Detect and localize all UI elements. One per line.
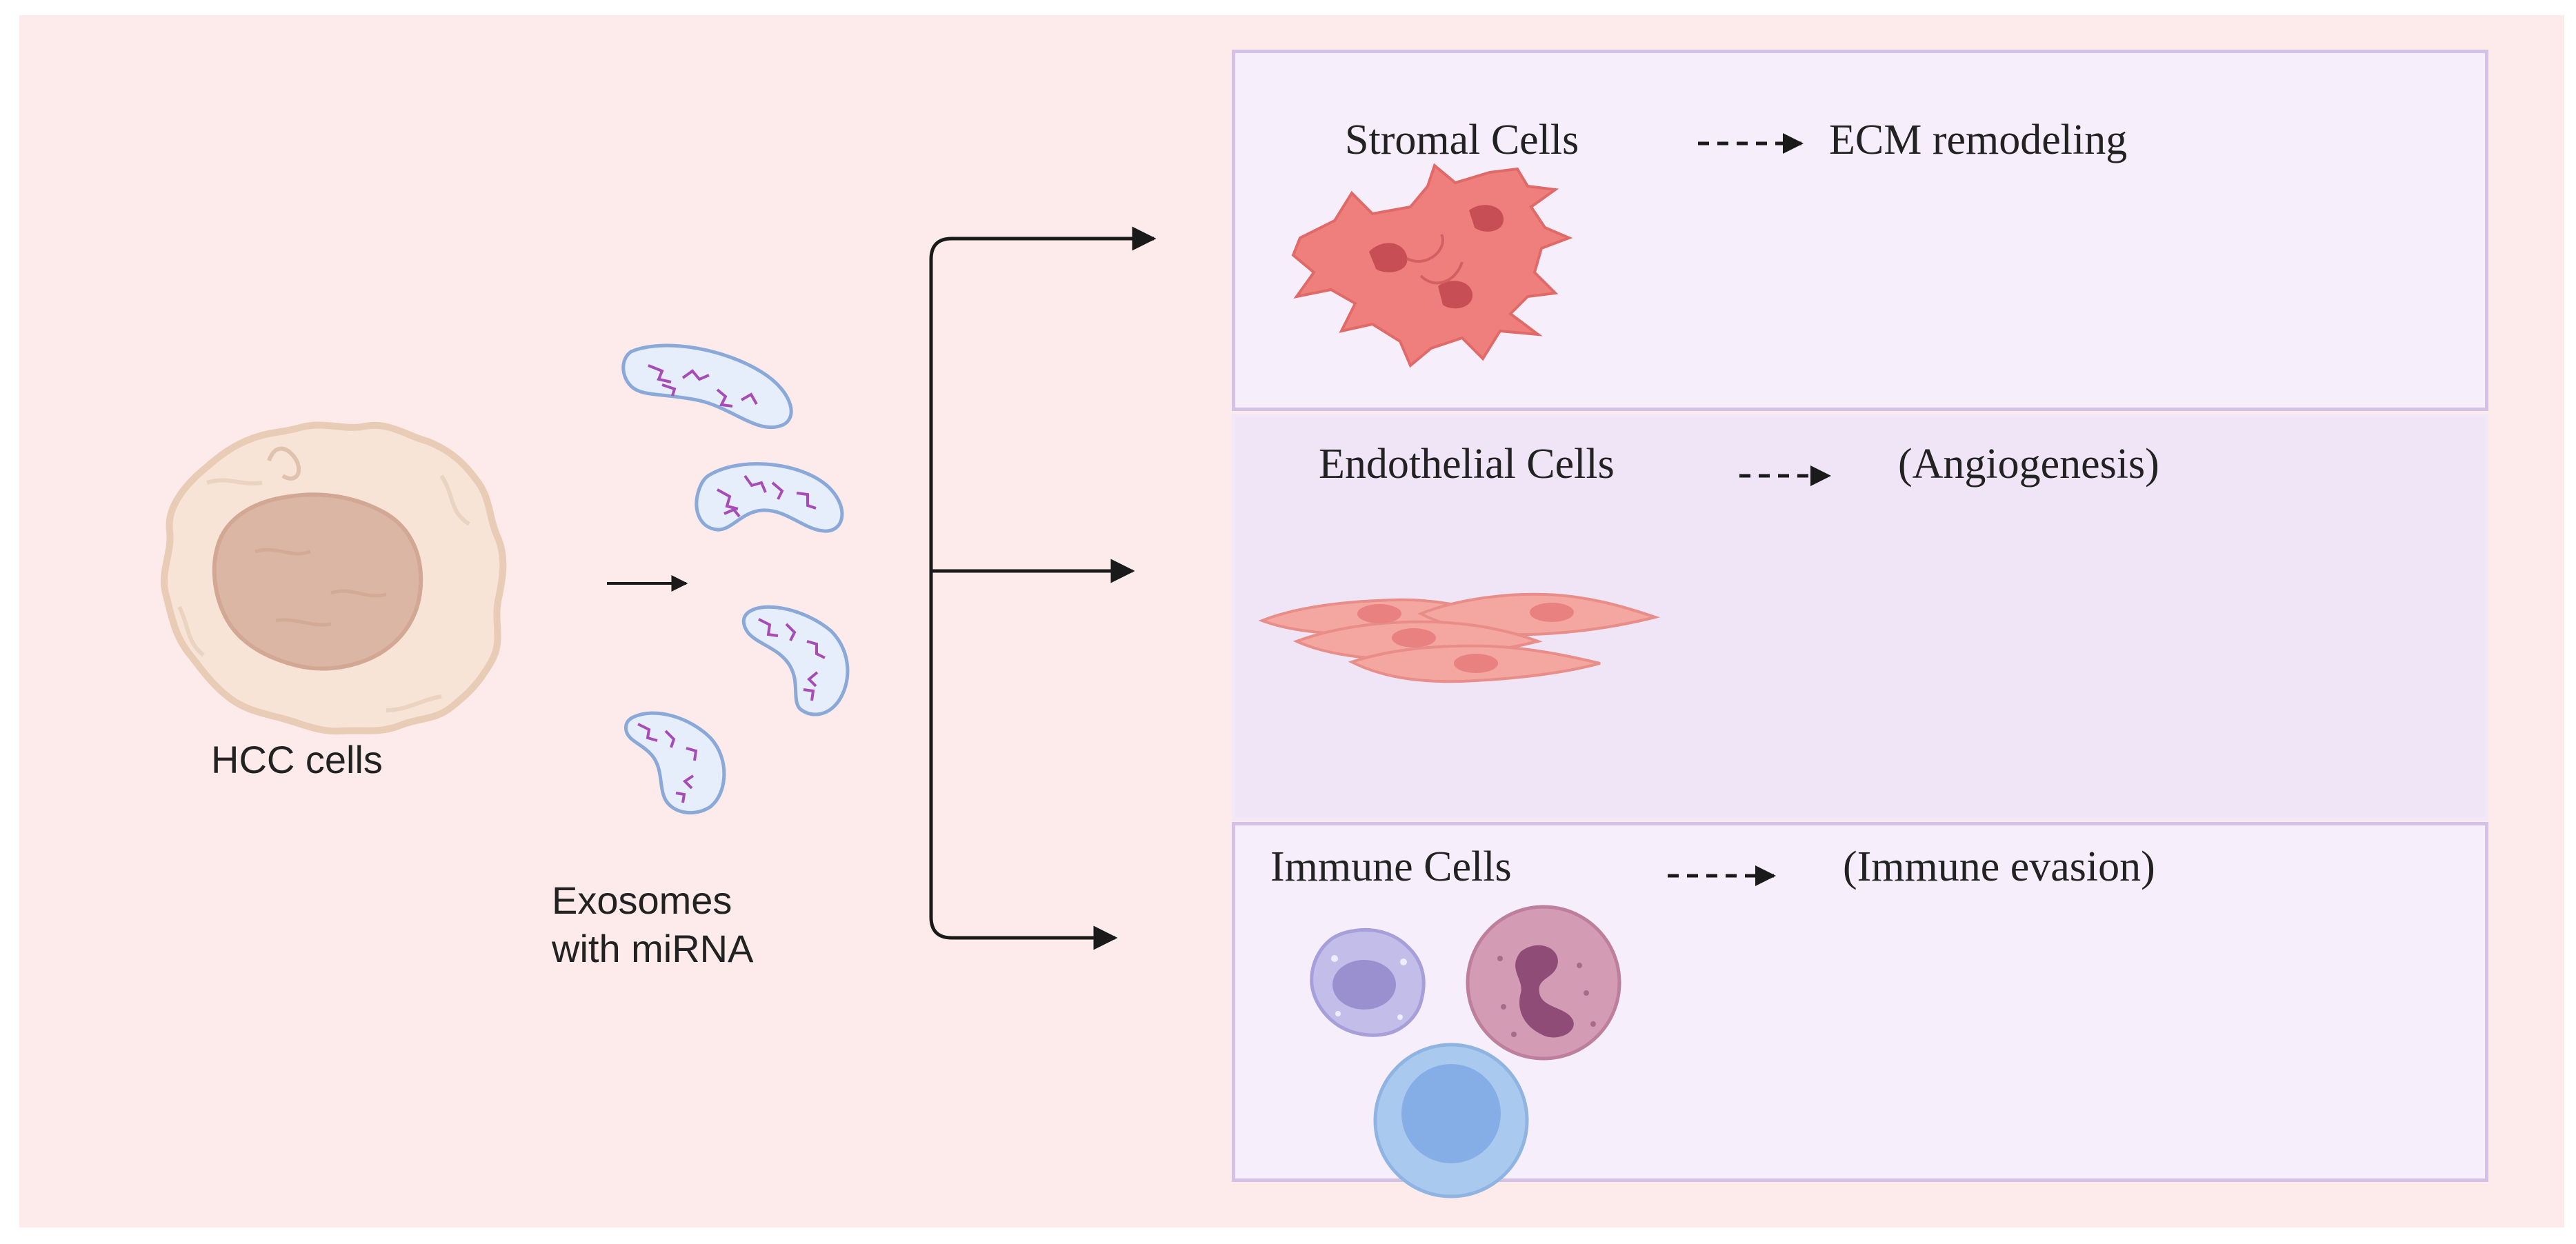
exosome-icon (695, 462, 844, 533)
immune-cells-label: Immune Cells (1270, 843, 1512, 890)
exosome-icon (741, 605, 850, 716)
monocyte-icon (1310, 927, 1426, 1037)
ecm-remodeling-label: ECM remodeling (1829, 117, 2128, 163)
granulocyte-icon (1466, 905, 1621, 1061)
exosome-icon (624, 711, 726, 815)
lymphocyte-icon (1373, 1043, 1529, 1198)
branch-connector (929, 237, 1147, 940)
stromal-cells-label: Stromal Cells (1345, 117, 1579, 163)
endothelial-cell-icon (1258, 592, 1661, 683)
hcc-cells-label: HCC cells (211, 738, 383, 781)
hcc-cell-icon (160, 421, 507, 735)
exosome-icon (621, 343, 793, 430)
stromal-cell-icon (1291, 163, 1573, 368)
endothelial-cells-label: Endothelial Cells (1319, 441, 1615, 488)
exosomes-label-line1: Exosomes (552, 879, 732, 922)
angiogenesis-label: (Angiogenesis) (1898, 441, 2159, 488)
immune-evasion-label: (Immune evasion) (1843, 843, 2155, 890)
exosomes-label-line2: with miRNA (552, 927, 754, 970)
